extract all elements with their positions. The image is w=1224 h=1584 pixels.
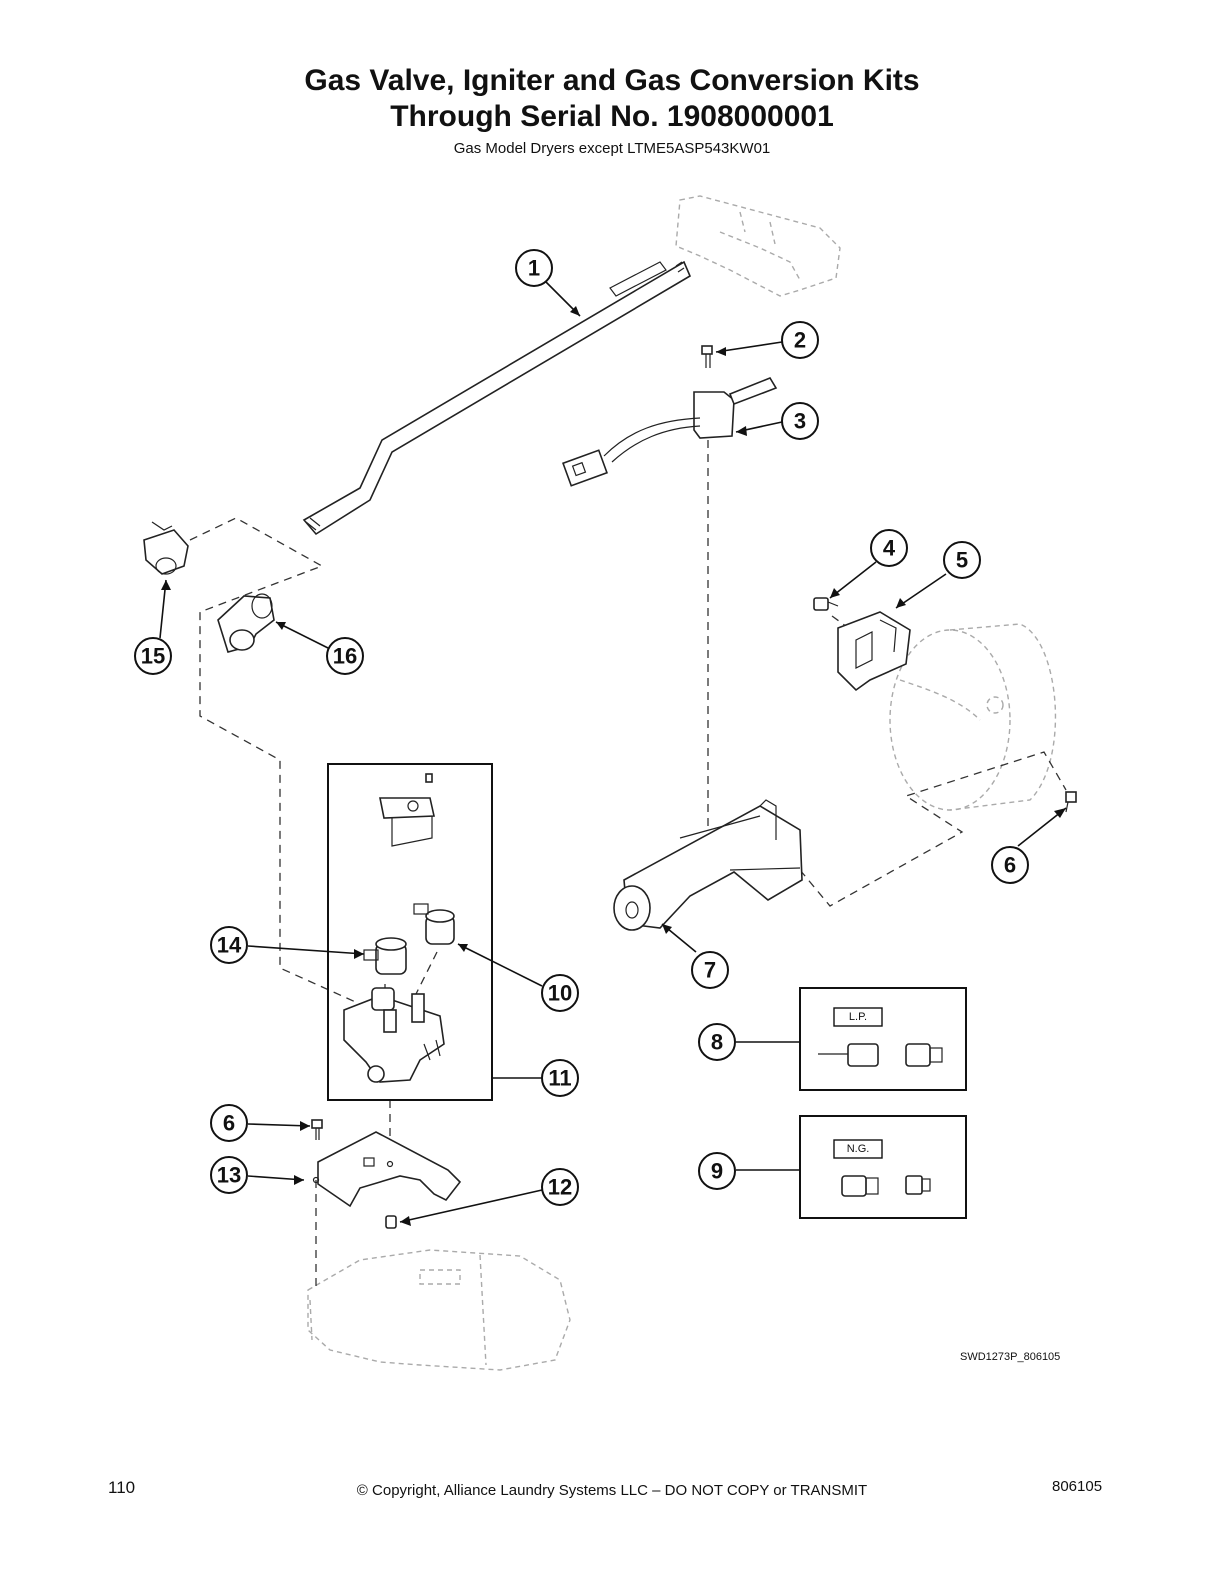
callout-11: 11 bbox=[541, 1059, 579, 1097]
page-title-line-2: Through Serial No. 1908000001 bbox=[390, 100, 834, 133]
svg-text:1: 1 bbox=[528, 256, 540, 281]
callout-14: 14 bbox=[210, 926, 248, 964]
callout-9: 9 bbox=[698, 1152, 736, 1190]
svg-text:6: 6 bbox=[223, 1111, 235, 1136]
callout-7: 7 bbox=[691, 951, 729, 989]
svg-text:5: 5 bbox=[956, 548, 968, 573]
page-title-line-1: Gas Valve, Igniter and Gas Conversion Ki… bbox=[304, 64, 920, 97]
ng-orifice-parts bbox=[841, 1175, 931, 1197]
callout-6-lower: 6 bbox=[210, 1104, 248, 1142]
svg-text:10: 10 bbox=[548, 981, 572, 1006]
lp-orifice-parts bbox=[818, 1043, 943, 1067]
svg-text:12: 12 bbox=[548, 1175, 572, 1200]
callout-2: 2 bbox=[781, 321, 819, 359]
svg-text:9: 9 bbox=[711, 1159, 723, 1184]
mounting-plate-part-13 bbox=[312, 1131, 462, 1208]
assembly-line-burner bbox=[799, 751, 1067, 907]
lp-kit-label-box bbox=[833, 1007, 883, 1027]
coil-part-14 bbox=[363, 937, 407, 975]
ghost-base-plate bbox=[307, 1249, 571, 1371]
leader-14 bbox=[247, 945, 365, 955]
callout-1: 1 bbox=[515, 249, 553, 287]
gas-valve-assembly-box bbox=[327, 763, 493, 1101]
shutoff-valve-part-15 bbox=[143, 521, 189, 575]
page-number: 110 bbox=[108, 1478, 136, 1497]
leader-5 bbox=[895, 573, 947, 609]
svg-text:3: 3 bbox=[794, 409, 806, 434]
elbow-fitting-part-16 bbox=[217, 593, 275, 653]
drawing-reference-number: SWD1273P_806105 bbox=[960, 1351, 1061, 1363]
page-subtitle: Gas Model Dryers except LTME5ASP543KW01 bbox=[453, 140, 771, 157]
callout-5: 5 bbox=[943, 541, 981, 579]
svg-text:15: 15 bbox=[141, 644, 165, 669]
svg-text:11: 11 bbox=[548, 1066, 571, 1091]
copyright-notice: © Copyright, Alliance Laundry Systems LL… bbox=[356, 1482, 868, 1499]
callout-10: 10 bbox=[541, 974, 579, 1012]
leader-6-lower bbox=[247, 1123, 311, 1127]
lp-kit-box bbox=[799, 987, 967, 1091]
svg-text:4: 4 bbox=[883, 536, 896, 561]
callout-13: 13 bbox=[210, 1156, 248, 1194]
igniter-part bbox=[562, 377, 778, 487]
ng-kit-box bbox=[799, 1115, 967, 1219]
svg-text:8: 8 bbox=[711, 1030, 723, 1055]
gas-valve-body bbox=[343, 987, 445, 1083]
coil-part-10 bbox=[413, 903, 455, 945]
lp-kit-label: L.P. bbox=[849, 1011, 867, 1023]
callout-4: 4 bbox=[870, 529, 908, 567]
bracket-part-5 bbox=[837, 611, 911, 692]
assembly-line-gas-pipe bbox=[189, 517, 361, 1005]
svg-text:2: 2 bbox=[794, 328, 806, 353]
screw-part-6-lower bbox=[311, 1119, 323, 1140]
callout-15: 15 bbox=[134, 637, 172, 675]
svg-text:6: 6 bbox=[1004, 853, 1016, 878]
valve-top-bracket bbox=[379, 773, 435, 847]
burner-part bbox=[613, 799, 803, 931]
leader-10 bbox=[457, 943, 543, 987]
screw-part-6-upper bbox=[1065, 791, 1077, 813]
screw-part-2 bbox=[701, 345, 713, 368]
leader-2 bbox=[715, 341, 783, 353]
svg-text:14: 14 bbox=[217, 933, 242, 958]
assembly-line-bracket bbox=[831, 615, 855, 633]
ng-kit-label-box bbox=[833, 1139, 883, 1159]
ng-kit-label: N.G. bbox=[847, 1143, 870, 1155]
callout-16: 16 bbox=[326, 637, 364, 675]
leader-4 bbox=[829, 561, 877, 599]
callout-8: 8 bbox=[698, 1023, 736, 1061]
callout-12: 12 bbox=[541, 1168, 579, 1206]
ghost-burner-housing bbox=[889, 623, 1057, 811]
svg-text:16: 16 bbox=[333, 644, 357, 669]
svg-text:13: 13 bbox=[217, 1163, 241, 1188]
leader-12 bbox=[399, 1189, 543, 1223]
svg-text:7: 7 bbox=[704, 958, 716, 983]
document-number: 806105 bbox=[1052, 1478, 1103, 1495]
ghost-bracket-top bbox=[675, 195, 841, 297]
screw-part-4 bbox=[813, 597, 839, 611]
leader-arrowheads bbox=[161, 306, 1066, 1226]
callout-6-upper: 6 bbox=[991, 846, 1029, 884]
screw-part-12 bbox=[385, 1215, 397, 1229]
gas-pipe-part bbox=[302, 260, 692, 536]
callout-3: 3 bbox=[781, 402, 819, 440]
leader-16 bbox=[275, 621, 329, 649]
